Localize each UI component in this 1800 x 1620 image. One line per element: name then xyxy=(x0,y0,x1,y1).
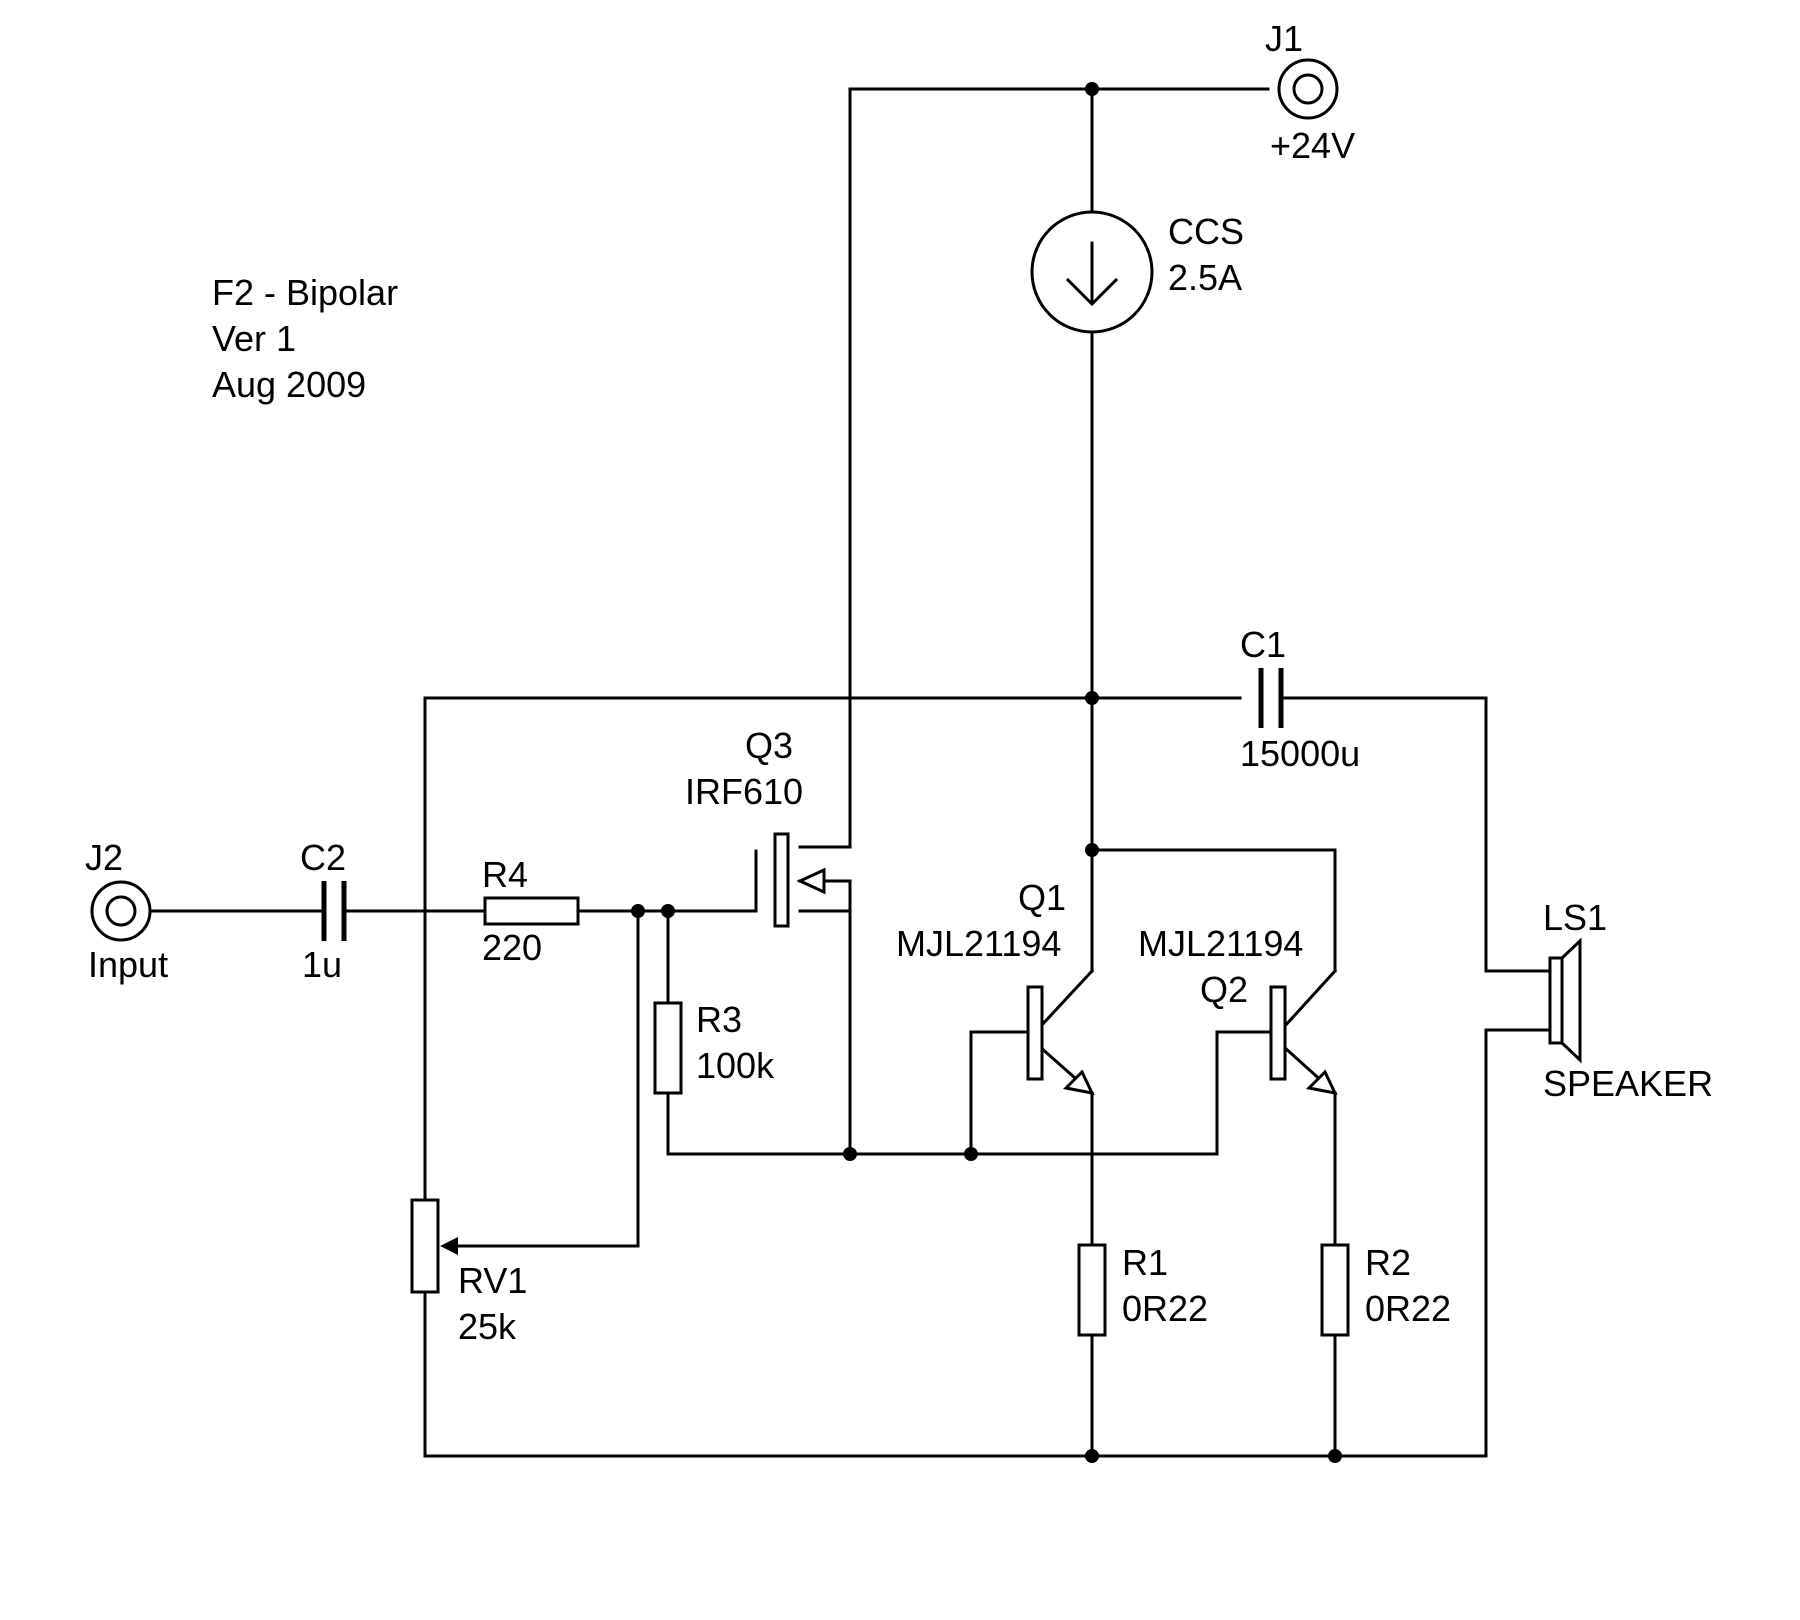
title-block: F2 - Bipolar Ver 1 Aug 2009 xyxy=(212,272,398,405)
ccs-current-source[interactable] xyxy=(1030,210,1154,334)
r1-ref: R1 xyxy=(1122,1242,1168,1283)
q1-transistor[interactable] xyxy=(1026,985,1095,1096)
r1-value: 0R22 xyxy=(1122,1288,1208,1329)
r2-resistor[interactable] xyxy=(1320,1243,1350,1337)
r3-ref: R3 xyxy=(696,999,742,1040)
r3-value: 100k xyxy=(696,1045,775,1086)
rv1-value: 25k xyxy=(458,1306,517,1347)
junction-dot xyxy=(1085,843,1099,857)
wires xyxy=(149,87,1552,1458)
q1-ref: Q1 xyxy=(1018,877,1066,918)
r4-value: 220 xyxy=(482,927,542,968)
title-line-3: Aug 2009 xyxy=(212,364,366,405)
q3-ref: Q3 xyxy=(745,725,793,766)
junction-dot xyxy=(1085,691,1099,705)
component-labels: J1 +24V CCS 2.5A C1 15000u Q3 IRF610 J2 … xyxy=(85,18,1713,1347)
j2-ref: J2 xyxy=(85,837,123,878)
junction-dot xyxy=(1328,1449,1342,1463)
junction-dot xyxy=(843,1147,857,1161)
junction-dot xyxy=(964,1147,978,1161)
j2-value: Input xyxy=(88,944,168,985)
junctions xyxy=(631,82,1342,1463)
q3-value: IRF610 xyxy=(685,771,803,812)
ls1-ref: LS1 xyxy=(1543,897,1607,938)
rv1-potentiometer[interactable] xyxy=(410,1198,458,1294)
r4-ref: R4 xyxy=(482,854,528,895)
c1-capacitor[interactable] xyxy=(1258,668,1284,728)
j1-value: +24V xyxy=(1270,125,1355,166)
r2-ref: R2 xyxy=(1365,1242,1411,1283)
junction-dot xyxy=(1085,82,1099,96)
ls1-speaker[interactable] xyxy=(1548,937,1582,1064)
r2-value: 0R22 xyxy=(1365,1288,1451,1329)
q2-ref: Q2 xyxy=(1200,969,1248,1010)
c1-ref: C1 xyxy=(1240,624,1286,665)
q3-mosfet[interactable] xyxy=(754,832,852,928)
ls1-value: SPEAKER xyxy=(1543,1063,1713,1104)
c2-ref: C2 xyxy=(300,837,346,878)
j1-ref: J1 xyxy=(1265,18,1303,59)
ccs-ref: CCS xyxy=(1168,211,1244,252)
q1-value: MJL21194 xyxy=(896,923,1061,964)
q2-value: MJL21194 xyxy=(1138,923,1303,964)
title-line-2: Ver 1 xyxy=(212,318,296,359)
junction-dot xyxy=(631,904,645,918)
c2-capacitor[interactable] xyxy=(321,881,347,941)
rv1-ref: RV1 xyxy=(458,1260,527,1301)
junction-dot xyxy=(1085,1449,1099,1463)
c1-value: 15000u xyxy=(1240,733,1360,774)
r4-resistor[interactable] xyxy=(483,896,580,926)
ccs-value: 2.5A xyxy=(1168,257,1242,298)
title-line-1: F2 - Bipolar xyxy=(212,272,398,313)
junction-dot xyxy=(661,904,675,918)
r1-resistor[interactable] xyxy=(1077,1243,1107,1337)
r3-resistor[interactable] xyxy=(653,1001,683,1095)
j1-connector[interactable] xyxy=(1277,58,1339,120)
c2-value: 1u xyxy=(302,944,342,985)
q2-transistor[interactable] xyxy=(1269,985,1338,1096)
j2-connector[interactable] xyxy=(90,880,152,942)
